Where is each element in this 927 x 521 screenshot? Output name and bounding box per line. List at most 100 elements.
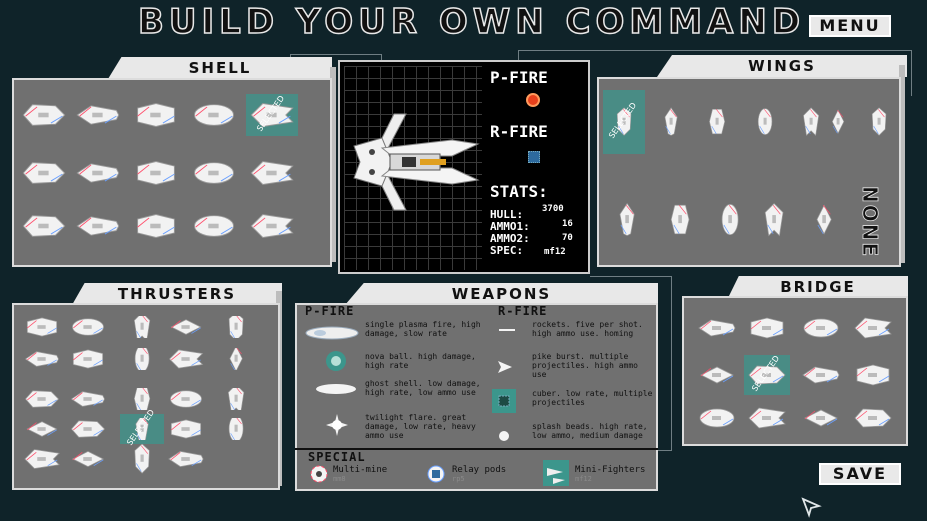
thruster-option-8[interactable] xyxy=(120,344,164,374)
thrusters-tab: THRUSTERS xyxy=(72,283,282,305)
thruster-option-14[interactable] xyxy=(164,384,208,414)
cursor-icon xyxy=(801,497,822,518)
weapon-desc-splash: splash beads. high rate, low ammo, mediu… xyxy=(532,422,648,440)
bridge-option-9[interactable] xyxy=(694,400,740,436)
special-name-multi-mine: Multi-mine xyxy=(333,465,388,475)
bridge-option-6[interactable]: SELECTED xyxy=(744,354,790,395)
shell-option-7[interactable] xyxy=(72,152,124,194)
thruster-option-19[interactable] xyxy=(164,414,208,444)
pike-burst-icon[interactable] xyxy=(498,361,512,373)
shell-tab: SHELL xyxy=(108,57,332,79)
nova-ball-icon[interactable] xyxy=(322,349,350,373)
menu-button[interactable]: MENU xyxy=(809,15,891,37)
thruster-option-21[interactable] xyxy=(20,440,64,478)
weapon-desc-plasma: single plasma fire, high damage, slow ra… xyxy=(365,320,481,338)
thruster-option-15[interactable] xyxy=(214,384,258,414)
thruster-option-1[interactable] xyxy=(20,312,64,342)
shell-option-3[interactable] xyxy=(130,94,182,136)
shell-option-10[interactable] xyxy=(246,152,298,194)
r-fire-label: R-FIRE xyxy=(490,122,548,141)
save-button[interactable]: SAVE xyxy=(819,463,901,485)
thruster-option-24[interactable] xyxy=(164,440,208,478)
wings-option-2[interactable] xyxy=(650,90,692,154)
p-fire-label: P-FIRE xyxy=(490,68,548,87)
thruster-option-16[interactable] xyxy=(20,414,64,444)
stat-ammo1-key: AMMO1: xyxy=(490,220,530,233)
bridge-option-10[interactable] xyxy=(744,400,790,436)
shell-option-12[interactable] xyxy=(72,205,124,247)
wings-none-option[interactable]: NONE xyxy=(858,186,883,259)
special-name-mini-fighters: Mini-Fighters xyxy=(575,465,646,475)
p-fire-icon xyxy=(526,93,540,107)
weapon-desc-nova: nova ball. high damage, high rate xyxy=(365,352,476,370)
shell-option-9[interactable] xyxy=(188,152,240,194)
thruster-option-3[interactable] xyxy=(120,312,164,342)
wings-tab: WINGS xyxy=(657,55,907,77)
shell-option-6[interactable] xyxy=(18,152,70,194)
wings-option-6[interactable] xyxy=(818,90,858,154)
weapon-desc-cuber: cuber. low rate, multiple projectiles xyxy=(532,389,653,407)
bridge-option-2[interactable] xyxy=(744,310,790,346)
shell-option-15[interactable] xyxy=(246,205,298,247)
wings-option-9[interactable] xyxy=(656,186,704,254)
shell-option-11[interactable] xyxy=(18,205,70,247)
special-header: SPECIAL xyxy=(308,450,366,464)
multi-mine-icon[interactable] xyxy=(309,464,329,484)
thruster-option-23[interactable] xyxy=(120,440,164,478)
special-sub-relay-pods: rp5 xyxy=(452,475,465,483)
thruster-option-20[interactable] xyxy=(214,414,258,444)
shell-option-1[interactable] xyxy=(18,94,70,136)
weapon-desc-flare: twilight flare. great damage, low rate, … xyxy=(365,413,476,440)
shell-option-8[interactable] xyxy=(130,152,182,194)
bridge-option-7[interactable] xyxy=(798,355,844,395)
shell-option-14[interactable] xyxy=(188,205,240,247)
stat-spec-key: SPEC: xyxy=(490,244,524,257)
bridge-option-12[interactable] xyxy=(850,400,896,436)
r-fire-icon xyxy=(528,151,540,163)
shell-option-4[interactable] xyxy=(188,94,240,136)
shell-option-5[interactable]: SELECTED xyxy=(246,94,298,136)
wings-option-8[interactable] xyxy=(603,186,651,254)
page-title: BUILD YOUR OWN COMMAND xyxy=(137,1,806,43)
stat-ammo2-key: AMMO2: xyxy=(490,232,530,245)
thruster-option-2[interactable] xyxy=(66,312,110,342)
wings-option-3[interactable] xyxy=(696,90,738,154)
bridge-option-11[interactable] xyxy=(798,400,844,436)
thruster-option-13[interactable] xyxy=(120,384,164,414)
mini-fighters-icon[interactable] xyxy=(543,460,569,486)
bridge-option-3[interactable] xyxy=(798,310,844,346)
bridge-option-8[interactable] xyxy=(850,355,896,395)
plasma-icon[interactable] xyxy=(304,322,360,344)
thruster-option-7[interactable] xyxy=(66,344,110,374)
ghost-shell-icon[interactable] xyxy=(314,382,358,396)
thruster-option-12[interactable] xyxy=(66,384,110,414)
rockets-icon[interactable] xyxy=(497,326,519,334)
thruster-option-10[interactable] xyxy=(214,344,258,374)
thruster-option-5[interactable] xyxy=(214,312,258,342)
splash-beads-icon[interactable] xyxy=(498,430,510,442)
thruster-option-4[interactable] xyxy=(164,312,208,342)
wings-option-7[interactable] xyxy=(858,90,900,154)
wings-panel: WINGS xyxy=(597,55,907,267)
bridge-option-1[interactable] xyxy=(694,310,740,346)
bridge-option-5[interactable] xyxy=(694,355,740,395)
cuber-icon[interactable] xyxy=(492,389,516,413)
bridge-option-4[interactable] xyxy=(850,310,896,346)
wings-option-4[interactable] xyxy=(744,90,786,154)
thruster-option-11[interactable] xyxy=(20,384,64,414)
wings-option-5[interactable] xyxy=(790,90,832,154)
special-sub-multi-mine: mm8 xyxy=(333,475,346,483)
thruster-option-6[interactable] xyxy=(20,344,64,374)
wings-option-10[interactable] xyxy=(706,186,754,254)
thruster-option-9[interactable] xyxy=(164,344,208,374)
thruster-option-22[interactable] xyxy=(66,440,110,478)
shell-option-2[interactable] xyxy=(72,94,124,136)
wings-option-11[interactable] xyxy=(750,186,798,254)
shell-option-13[interactable] xyxy=(130,205,182,247)
thruster-option-17[interactable] xyxy=(66,414,110,444)
thruster-option-18[interactable]: SELECTED xyxy=(120,408,164,447)
wings-option-12[interactable] xyxy=(800,186,848,254)
twilight-flare-icon[interactable] xyxy=(326,414,348,436)
relay-pods-icon[interactable] xyxy=(426,464,446,484)
wings-option-1[interactable]: SELECTED xyxy=(603,90,645,154)
